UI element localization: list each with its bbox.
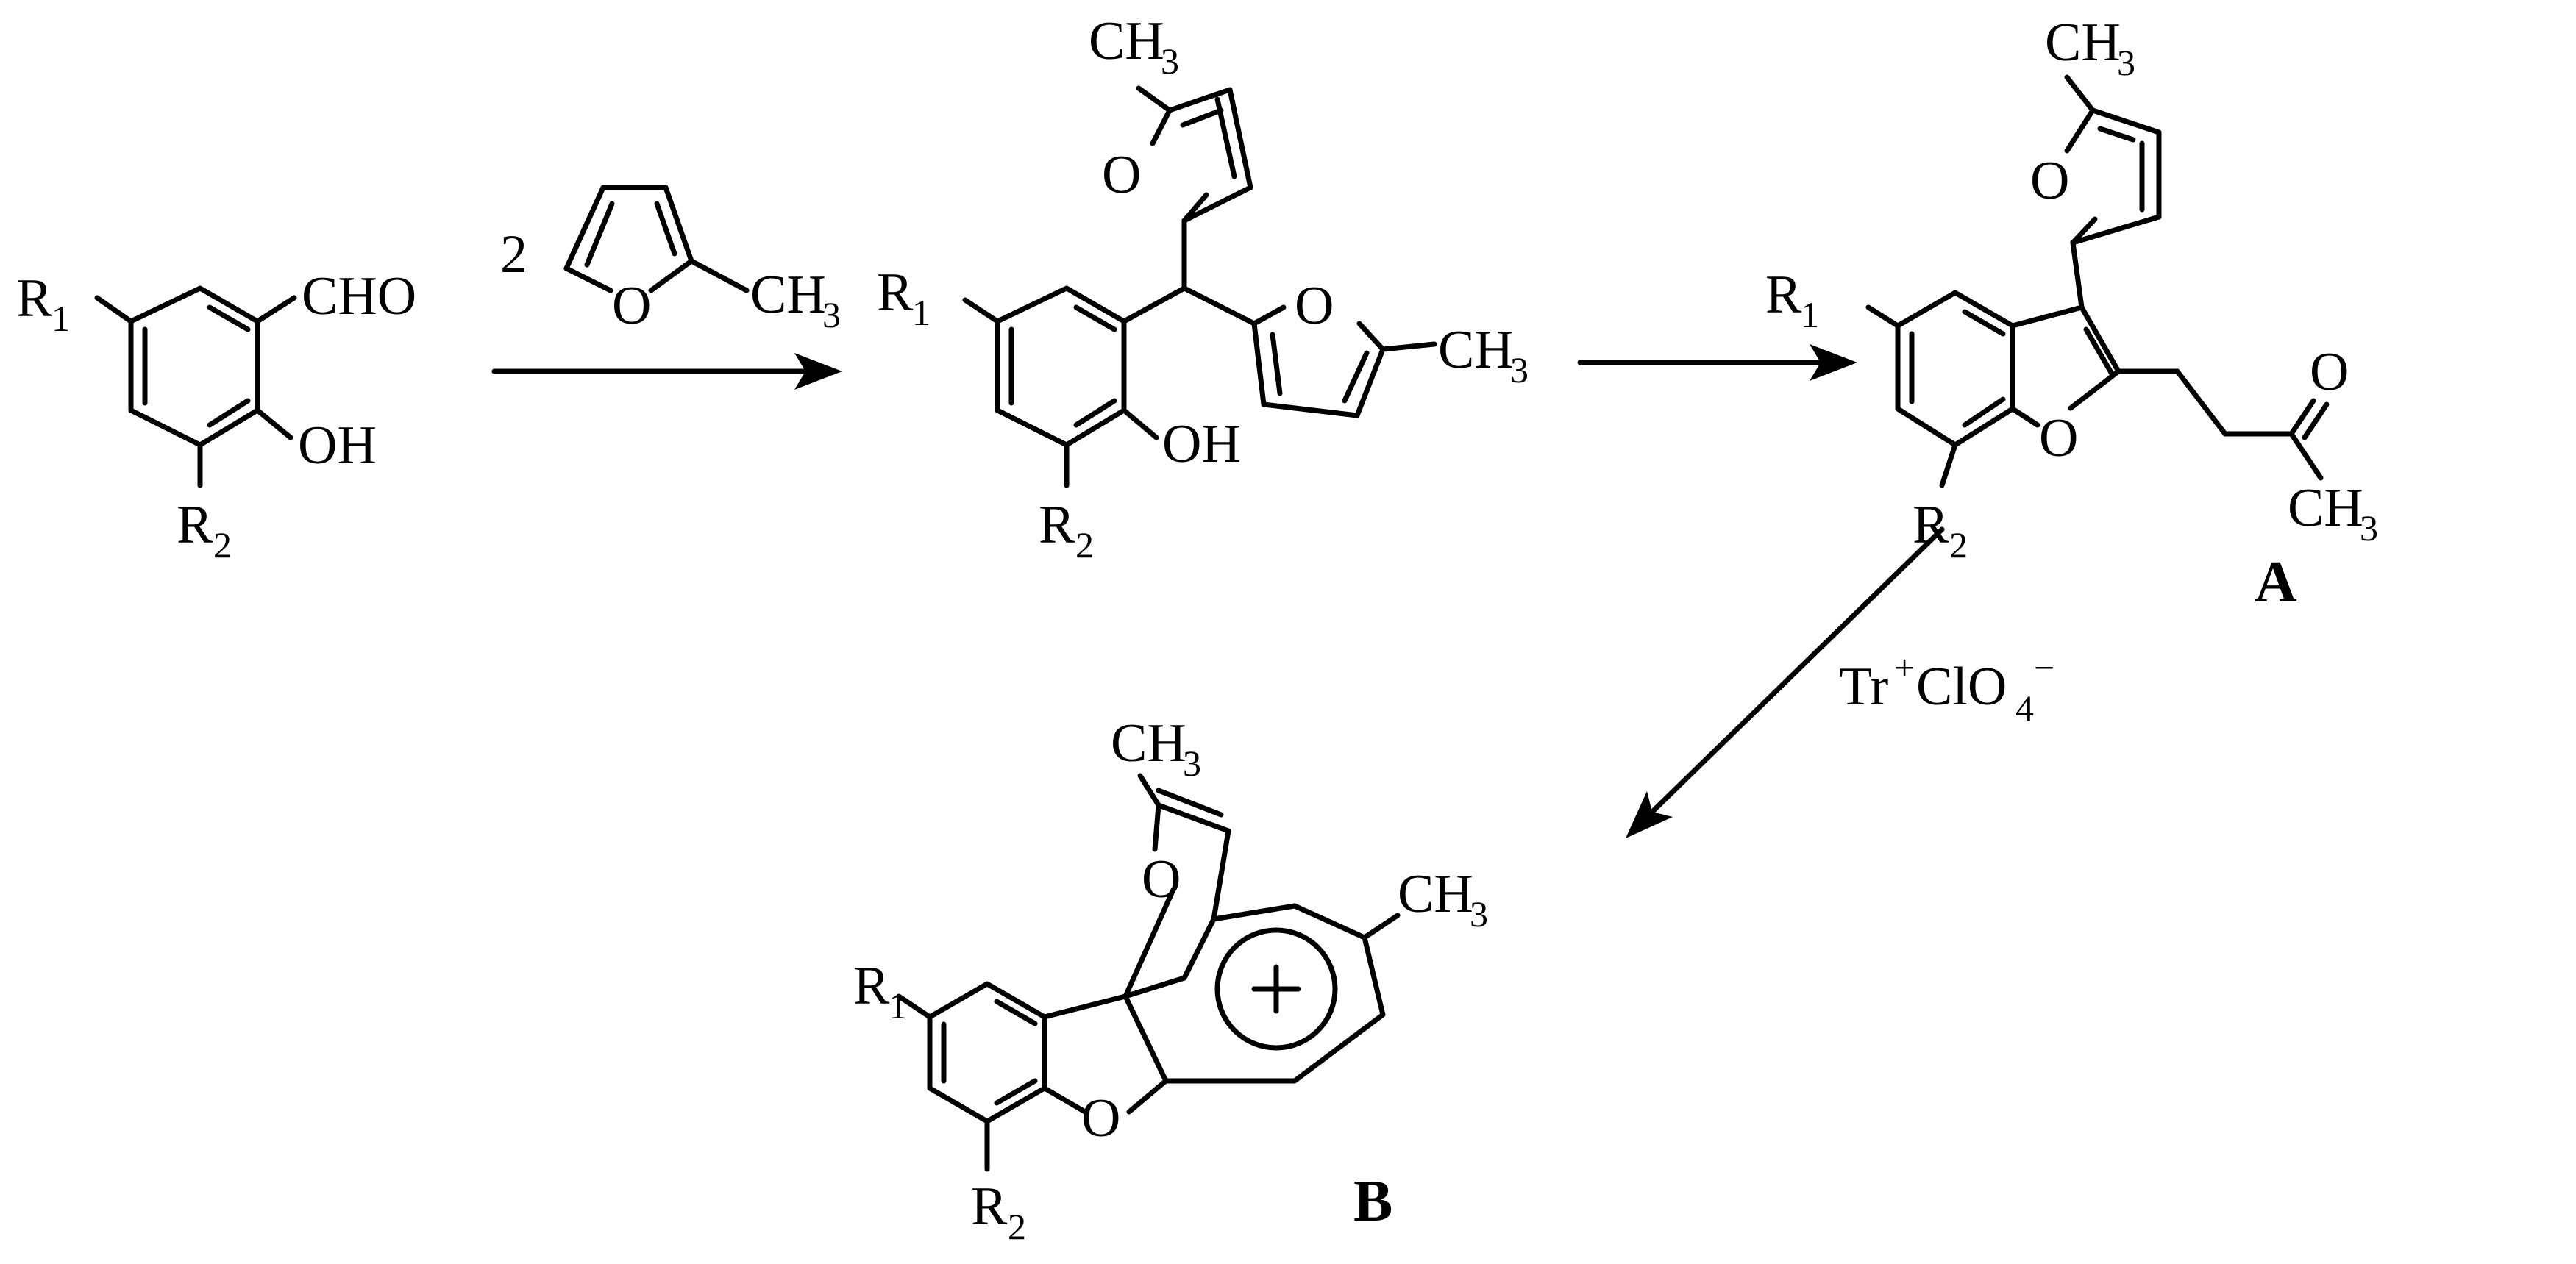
- ketone-o-label: O: [2310, 342, 2349, 402]
- reaction-arrow-1: [491, 353, 842, 390]
- reaction-arrow-3: Tr + ClO 4 −: [1626, 526, 2054, 838]
- r2-label: R: [177, 495, 213, 555]
- r2-label: R: [1913, 495, 1949, 555]
- r2-subscript: 2: [1075, 524, 1094, 565]
- oh-label: OH: [298, 415, 377, 476]
- compound-b-structure: O O CH 3 CH 3 R 1 R 2 B: [853, 713, 1488, 1247]
- ring-ch3-subscript: 3: [1470, 893, 1488, 935]
- upper-furan-o-label: O: [1102, 145, 1141, 205]
- r2-label: R: [971, 1176, 1008, 1237]
- salicylaldehyde: CHO OH R 1 R 2: [16, 266, 416, 565]
- ch3-label: CH: [750, 265, 826, 325]
- r1-label: R: [16, 268, 53, 329]
- r1-subscript: 1: [912, 292, 931, 333]
- reagent-clo-charge: −: [2034, 647, 2054, 688]
- ch3-subscript: 3: [822, 294, 841, 335]
- r2-subscript: 2: [213, 524, 232, 565]
- furan-o-label: O: [612, 276, 651, 336]
- r2-subscript: 2: [1949, 524, 1968, 565]
- compound-b-label: B: [1353, 1169, 1392, 1234]
- pendant-furan-o-label: O: [2030, 151, 2069, 211]
- compound-a-structure: O CH 3 O O CH 3 R 1 R 2 A: [1765, 13, 2378, 615]
- reagent-tr: Tr: [1839, 657, 1888, 717]
- reagent-clo: ClO: [1916, 657, 2007, 717]
- upper-ch3-label: CH: [1089, 11, 1164, 71]
- r1-subscript: 1: [51, 298, 70, 339]
- r2-subscript: 2: [1008, 1206, 1026, 1247]
- upper-ch3-subscript: 3: [1161, 40, 1179, 82]
- cho-label: CHO: [302, 266, 416, 326]
- ring-o-label: O: [1081, 1088, 1120, 1149]
- r1-label: R: [1765, 265, 1802, 325]
- ketone-ch3-subscript: 3: [2360, 507, 2378, 549]
- r1-subscript: 1: [1801, 294, 1819, 335]
- compound-a-label: A: [2255, 550, 2297, 615]
- right-ch3-subscript: 3: [1510, 349, 1529, 390]
- reaction-arrow-2: [1577, 344, 1857, 381]
- reagent-tr-charge: +: [1894, 647, 1915, 688]
- ketone-ch3-label: CH: [2288, 478, 2363, 538]
- top-ch3-subscript: 3: [1183, 743, 1201, 784]
- right-ch3-label: CH: [1438, 320, 1514, 380]
- bisfurylmethane-intermediate: O CH 3 O CH 3 OH R 1 R 2: [877, 11, 1529, 565]
- right-furan-o-label: O: [1295, 276, 1334, 336]
- top-ch3-label: CH: [1111, 713, 1186, 774]
- equivalents-label: 2: [500, 224, 527, 285]
- reagent-clo-subscript: 4: [2015, 688, 2034, 729]
- benzofuran-o-label: O: [2039, 408, 2078, 468]
- pendant-ch3-subscript: 3: [2117, 42, 2135, 83]
- ring-ch3-label: CH: [1398, 864, 1473, 924]
- pendant-ch3-label: CH: [2045, 13, 2121, 73]
- r2-label: R: [1039, 495, 1075, 555]
- r1-label: R: [853, 956, 890, 1016]
- furan-o-label: O: [1142, 849, 1181, 910]
- methylfuran-reagent: 2 O CH 3: [500, 185, 841, 336]
- phenol-oh-label: OH: [1162, 414, 1241, 474]
- r1-subscript: 1: [889, 985, 907, 1026]
- r1-label: R: [877, 263, 914, 323]
